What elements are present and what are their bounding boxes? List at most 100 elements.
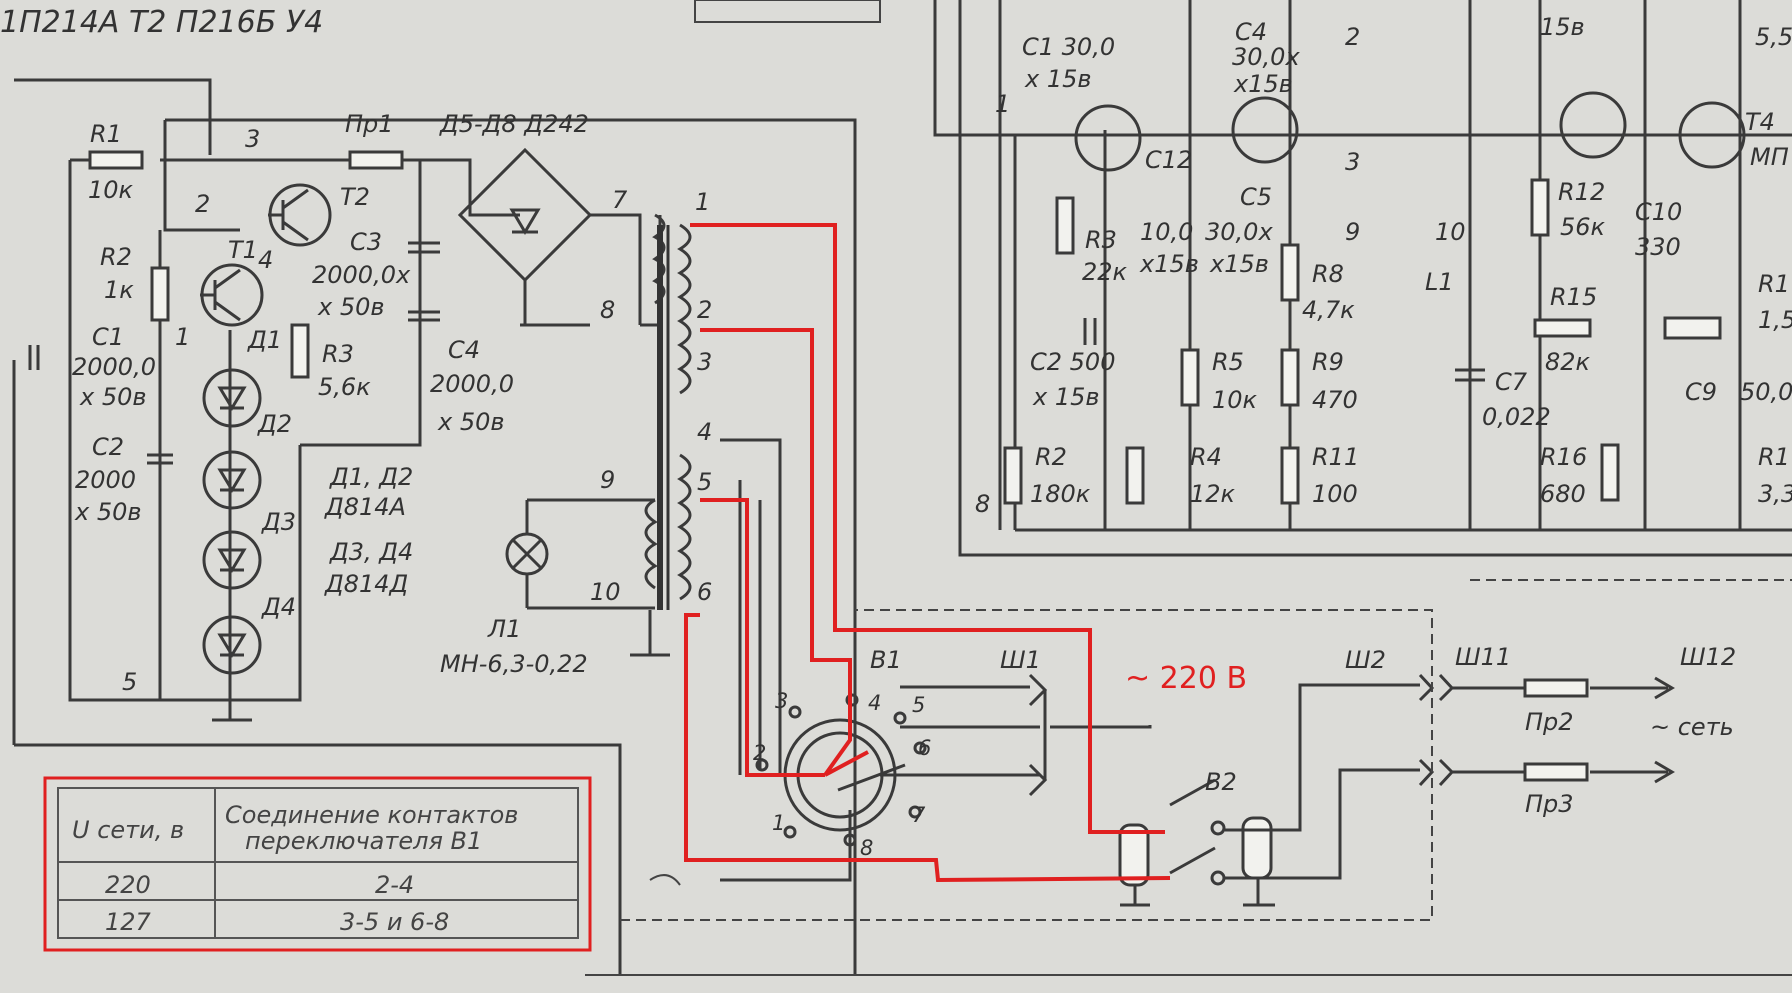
node-1-label: 1 bbox=[175, 323, 190, 351]
amp-right-c: 5,5 bbox=[1755, 23, 1792, 51]
amp-r8-label: R8 bbox=[1312, 260, 1344, 288]
red-wire-4 bbox=[684, 613, 1171, 883]
node-3-label: 3 bbox=[245, 125, 260, 153]
tr-5-label: 5 bbox=[697, 468, 712, 496]
table-header-voltage: U сети, в bbox=[72, 816, 184, 844]
amp-r15-resistor bbox=[1533, 318, 1592, 338]
node-5-label: 5 bbox=[122, 668, 137, 696]
amp-c4-label: C4 bbox=[1235, 18, 1267, 46]
c4-capacitor bbox=[408, 310, 440, 322]
c4-rating: х 50в bbox=[437, 408, 505, 436]
d3-diode bbox=[202, 530, 262, 590]
amp-r4-label: R4 bbox=[1190, 443, 1222, 471]
lamp-label: Л1 bbox=[487, 615, 521, 643]
diodes-34-label: Д3, Д4 bbox=[329, 538, 413, 566]
amp-r4-value: 12к bbox=[1190, 480, 1236, 508]
lamp-type: МН-6,3-0,22 bbox=[440, 650, 588, 678]
amp-c5-label: C5 bbox=[1240, 183, 1272, 211]
mains-arrows bbox=[1654, 676, 1675, 784]
r3-label: R3 bbox=[322, 340, 354, 368]
amp-right-r2-value: 3,3 bbox=[1758, 480, 1792, 508]
amp-r9-value: 470 bbox=[1312, 386, 1358, 414]
amp-t4-type: МП bbox=[1750, 143, 1789, 171]
enclosure-boundary bbox=[620, 609, 1433, 921]
amp-right-r1: R1 bbox=[1758, 270, 1790, 298]
b1-contact-1: 1 bbox=[772, 811, 785, 835]
top-box bbox=[694, 0, 881, 23]
amp-c7-capacitor bbox=[1455, 368, 1485, 382]
red-wire-1 bbox=[690, 223, 1165, 834]
amplifier-block: C1 30,0 х 15в 1 C4 30,0х х15в 2 3 C12 10… bbox=[933, 0, 1792, 557]
c2-value: 2000 bbox=[75, 466, 136, 494]
c4-label: C4 bbox=[448, 336, 480, 364]
b1-contact-8: 8 bbox=[860, 836, 873, 860]
sh1-label: Ш1 bbox=[1000, 646, 1041, 674]
amp-node-2: 2 bbox=[1345, 23, 1360, 51]
amp-r12-label: R12 bbox=[1558, 178, 1605, 206]
amp-c12-value: 10,0 bbox=[1140, 218, 1193, 246]
transformer-ground bbox=[630, 610, 670, 657]
d4-label: Д4 bbox=[261, 593, 296, 621]
c1-label: C1 bbox=[92, 323, 124, 351]
d1-label: Д1 bbox=[247, 326, 282, 354]
b1-contact-7: 7 bbox=[912, 803, 926, 827]
amp-frame bbox=[958, 0, 1792, 557]
tr-1-label: 1 bbox=[695, 188, 710, 216]
amp-node-3: 3 bbox=[1345, 148, 1360, 176]
diodes-34-type: Д814Д bbox=[324, 570, 408, 598]
pr2-label: Пр2 bbox=[1525, 708, 1574, 736]
amp-r3-value: 22к bbox=[1082, 258, 1128, 286]
amp-r2-resistor bbox=[1003, 446, 1023, 505]
pr1-label: Пр1 bbox=[345, 110, 394, 138]
r2-label: R2 bbox=[100, 243, 132, 271]
amp-node-8: 8 bbox=[975, 490, 990, 518]
d3-label: Д3 bbox=[261, 508, 296, 536]
amp-c7-value: 0,022 bbox=[1482, 403, 1551, 431]
amp-c1-label: C1 30,0 bbox=[1022, 33, 1115, 61]
amp-r15-value: 82к bbox=[1545, 348, 1591, 376]
amp-c2-label: C2 500 bbox=[1030, 348, 1115, 376]
sh11-label: Ш11 bbox=[1455, 643, 1511, 671]
b1-contact-3: 3 bbox=[775, 689, 788, 713]
amp-t2-transistor bbox=[1231, 96, 1299, 164]
table-row-1-voltage: 220 bbox=[105, 871, 151, 899]
c1-rating: х 50в bbox=[79, 383, 147, 411]
red-wire-3 bbox=[700, 498, 825, 777]
b2-switch bbox=[1169, 778, 1216, 875]
tr-9-label: 9 bbox=[600, 466, 615, 494]
r2-value: 1к bbox=[104, 276, 134, 304]
top-wire-a bbox=[14, 78, 212, 155]
amp-node-10: 10 bbox=[1435, 218, 1466, 246]
d2-diode bbox=[202, 450, 262, 510]
voltage-annotation: ~ 220 В bbox=[1125, 661, 1247, 696]
amp-potentiometer bbox=[1663, 316, 1722, 340]
amp-t4-label: Т4 bbox=[1745, 108, 1775, 136]
tr-7-label: 7 bbox=[612, 186, 628, 214]
amp-c2-capacitor bbox=[1083, 318, 1097, 345]
diodes-12-type: Д814А bbox=[324, 493, 406, 521]
amp-node-1: 1 bbox=[995, 90, 1010, 118]
left-cap bbox=[28, 345, 40, 370]
node-2-label: 2 bbox=[195, 190, 210, 218]
r1-resistor bbox=[88, 150, 144, 170]
c4-value: 2000,0 bbox=[430, 370, 514, 398]
tr-6-label: 6 bbox=[697, 578, 712, 606]
amp-right-r1-value: 1,5 bbox=[1758, 306, 1792, 334]
frame-wire bbox=[68, 160, 302, 702]
amp-c5-rating: х15в bbox=[1209, 250, 1269, 278]
top-wire-b bbox=[165, 118, 857, 975]
b2-label: В2 bbox=[1205, 768, 1237, 796]
amp-t4-transistor bbox=[1678, 101, 1746, 169]
secondary-winding-9-10 bbox=[644, 498, 658, 590]
b1-contact-5: 5 bbox=[912, 693, 925, 717]
amp-r2-value: 180к bbox=[1030, 480, 1091, 508]
amp-r12-resistor bbox=[1530, 178, 1550, 237]
c2-capacitor bbox=[147, 453, 173, 465]
amp-t3-transistor bbox=[1559, 91, 1627, 159]
node-4-label: 4 bbox=[258, 246, 273, 274]
header-transistor-text: 1П214А Т2 П216Б У4 bbox=[0, 5, 323, 40]
r3-value: 5,6к bbox=[318, 373, 371, 401]
